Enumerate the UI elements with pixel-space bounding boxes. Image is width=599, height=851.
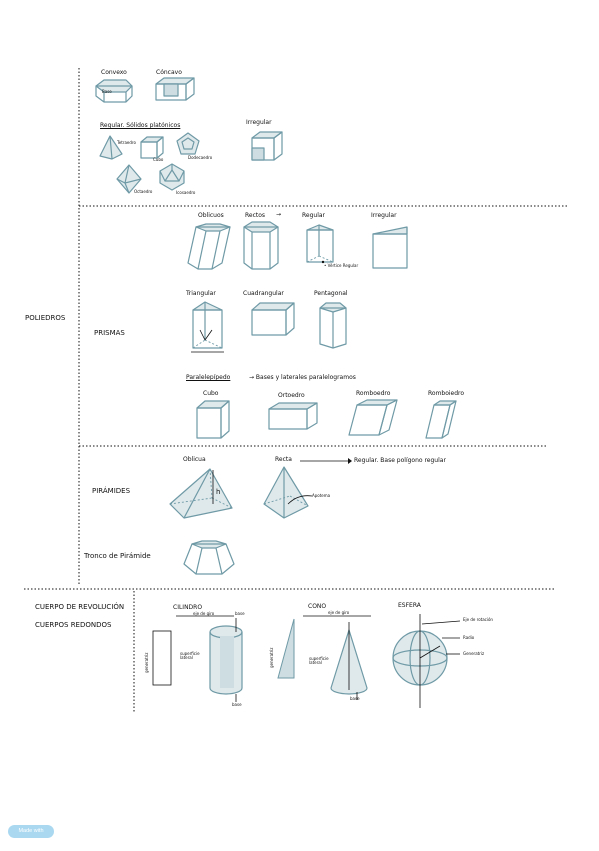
cilindro-figure [176,615,243,702]
regular-piramide-desc: Regular. Base polígono regular [354,457,446,464]
concavo-label: Cóncavo [156,69,182,76]
base-cil-top-label: base [235,611,245,616]
prisma-irregular-figure [372,226,408,269]
ortoedro-label: Ortoedro [278,392,305,399]
triangular-label: Triangular [186,290,216,297]
recta-label: Recta [275,456,292,463]
irregular-top-label: Irregular [246,119,272,126]
sup-lateral-cil-label: superficie lateral [180,651,200,660]
romboedro-figure [348,399,398,436]
pentagonal-label: Pentagonal [314,290,348,297]
cubo-figure [140,136,164,159]
cuerpo-revolucion-label: CUERPO DE REVOLUCIÓN [35,603,125,611]
generatriz-cono-label: generatriz [269,647,274,668]
prisma-cuadrangular-figure [251,302,295,336]
eje-rotacion-label: Eje de rotación [463,617,493,622]
piramide-recta-figure [263,466,313,519]
oblicuos-label: Oblicuos [198,212,224,219]
prisma-pentagonal-figure [319,302,347,349]
goodnotes-badge: Made with Goodnotes [8,825,54,847]
cubo-label: Cubo [153,157,164,162]
convexo-figure [95,79,133,103]
base-cil-bottom-label: base [232,702,242,707]
tetraedro-figure [99,135,123,160]
poliedros-label: POLIEDROS [25,314,66,322]
prisma-recto-figure [243,221,279,270]
prisma-regular-figure [306,224,334,264]
paralelepipedo-label: Paralelepípedo [186,374,231,381]
eje-giro-cono-label: eje de giro [328,610,350,615]
piramides-label: PIRÁMIDES [92,487,131,495]
paralelepipedo-desc: → Bases y laterales paralelogramos [249,374,356,381]
cuerpos-redondos-label: CUERPOS REDONDOS [35,621,112,629]
triangulo-generador-figure [277,618,295,679]
regular-label: Regular [302,212,326,219]
piramide-oblicua-figure [169,468,233,519]
dodecaedro-label: Dodecaedro [188,155,213,160]
cono-label: CONO [308,603,327,610]
cono-figure [303,615,371,700]
concavo-figure [155,77,195,101]
recta-arrow [300,458,352,464]
rectangulo-generador-figure [152,630,172,686]
romboiedro-figure [425,400,457,439]
octaedro-label: Octaedro [134,189,153,194]
esfera-callouts [421,620,461,655]
tetraedro-label: Tetraedro [117,140,136,145]
rectos-label: Rectos [245,212,266,219]
cuadrangular-label: Cuadrangular [243,290,284,297]
oblicua-label: Oblicua [183,456,206,463]
irregular-prisma-label: Irregular [371,212,397,219]
icosaedro-figure [159,163,185,191]
irregular-top-figure [251,131,283,161]
romboedro-label: Romboedro [356,390,391,397]
convexo-label: Convexo [101,69,127,76]
sup-lateral-cono-label: superficie lateral [309,656,329,665]
generatriz-esfera-label: Generatriz [463,651,485,656]
cubo-prisma-figure [196,400,230,439]
ortoedro-figure [268,402,318,430]
prismas-label: PRISMAS [94,329,125,337]
h-label: h [216,488,221,496]
esfera-label: ESFERA [398,602,421,609]
base-cono-label: base [350,696,360,701]
tronco-label: Tronco de Pirámide [84,552,151,560]
apotema-label: Apotema [312,493,331,498]
eje-giro-cil-label: eje de giro [193,611,215,616]
prisma-oblicuo-figure [187,223,231,270]
radio-label: Radio [463,635,475,640]
cilindro-label: CILINDRO [173,604,203,611]
regular-platonicos-label: Regular. Sólidos platónicos [100,122,181,129]
cubo-prisma-label: Cubo [203,390,219,397]
base-label: Base [102,89,112,94]
generatriz-cil-label: generatriz [144,652,149,673]
icosaedro-label: Icosaedro [176,190,196,195]
romboiedro-label: Romboiedro [428,390,465,397]
prisma-triangular-figure [191,301,224,353]
rectos-arrow: → [276,211,282,218]
vertex-note: • Vértice Regular [324,263,359,268]
octaedro-figure [116,164,142,194]
esfera-figure [392,614,448,708]
dodecaedro-figure [176,132,200,155]
tronco-piramide-figure [183,540,235,575]
